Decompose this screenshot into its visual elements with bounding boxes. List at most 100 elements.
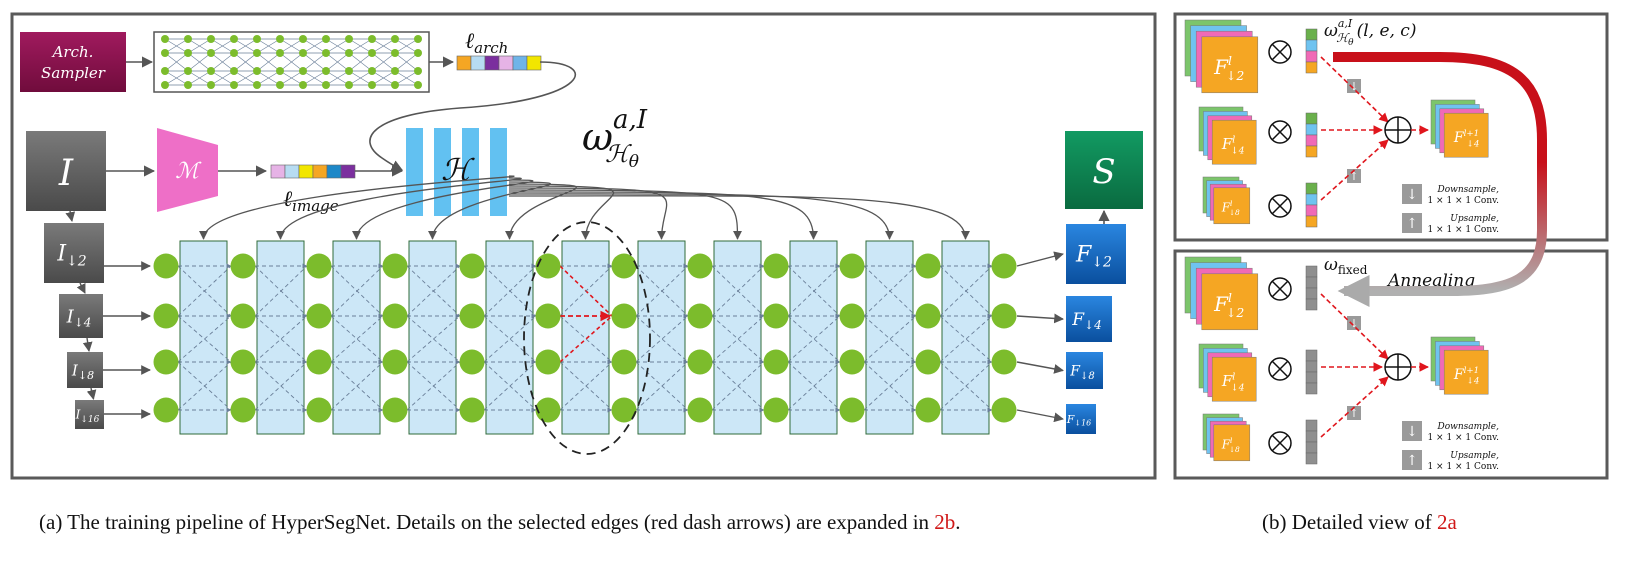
supernet-edge xyxy=(559,361,613,411)
supernet-edge xyxy=(711,315,765,363)
image-pyramid: I↓2I↓4I↓8I↓16 xyxy=(44,210,151,429)
mini-graph-node xyxy=(391,67,399,75)
arch-code-to-hypernet-arrow xyxy=(369,61,577,171)
red-dash-edge xyxy=(1320,139,1389,201)
legend-text: 1 × 1 × 1 Conv. xyxy=(1427,196,1499,206)
legend-text: 1 × 1 × 1 Conv. xyxy=(1427,225,1499,235)
caption-a-ref-link[interactable]: 2b xyxy=(934,510,956,534)
supernet-node xyxy=(687,303,713,329)
weight-cell xyxy=(1305,276,1318,289)
mini-graph-edge xyxy=(210,38,235,54)
weight-cell xyxy=(1305,382,1318,395)
supernet-node xyxy=(382,349,408,375)
downsample-icon xyxy=(1347,79,1361,93)
mini-graph-node xyxy=(253,67,261,75)
mini-graph-node xyxy=(161,35,169,43)
mini-graph-node xyxy=(345,81,353,89)
image-code-cell xyxy=(312,164,328,179)
mini-graph-edge xyxy=(233,38,258,54)
hypernet-weight-arrow xyxy=(351,179,534,240)
mini-graph-edge xyxy=(233,52,258,72)
supernet-edge xyxy=(483,315,537,363)
supernet-cell xyxy=(713,240,762,435)
encoder-label: ℳ xyxy=(175,159,202,184)
mini-graph-node xyxy=(253,81,261,89)
panel-b-top-content: Fl↓2Fl↓4Fl↓8↓↑Fl+1↓4↓Downsample,1 × 1 × … xyxy=(1184,19,1500,235)
supernet-edge xyxy=(787,361,841,411)
multiply-operator-stroke xyxy=(1271,43,1289,61)
supernet-node xyxy=(991,253,1017,279)
supernet-edge xyxy=(559,315,613,363)
supernet-node xyxy=(153,253,179,279)
mini-graph-node xyxy=(414,49,422,57)
supernet-node xyxy=(306,349,332,375)
legend-upsample-icon xyxy=(1402,450,1422,470)
mini-graph-node xyxy=(368,67,376,75)
image-code-cell xyxy=(326,164,342,179)
annealing-arrow xyxy=(1333,52,1547,308)
image-code-cell xyxy=(340,164,356,179)
supernet-node xyxy=(535,349,561,375)
mini-graph-node xyxy=(207,67,215,75)
output-feature-box xyxy=(1066,352,1103,389)
image-code-cell xyxy=(270,164,286,179)
upsample-icon-glyph: ↑ xyxy=(1349,407,1358,420)
legend-text: Upsample, xyxy=(1450,451,1499,461)
supernet-node xyxy=(230,349,256,375)
mini-graph-node xyxy=(230,35,238,43)
pyramid-level-label: I↓16 xyxy=(75,408,100,425)
mini-graph-edge xyxy=(210,70,235,86)
arch-code-cell xyxy=(512,55,528,71)
supernet-edge xyxy=(483,265,537,317)
caption-b-ref-link[interactable]: 2a xyxy=(1436,510,1457,534)
supernet-edge xyxy=(177,265,232,317)
output-feature-label: F↓2 xyxy=(1075,243,1112,271)
mini-graph-edge xyxy=(279,52,304,72)
supernet-cell xyxy=(256,240,305,435)
supernet-cell xyxy=(789,240,838,435)
supernet-node xyxy=(306,253,332,279)
mini-graph-edge xyxy=(394,52,419,72)
supernet-node xyxy=(382,397,408,423)
upsample-icon xyxy=(1347,406,1361,420)
mini-graph-node xyxy=(207,49,215,57)
supernet-node xyxy=(153,349,179,375)
hypernet-weight-arrow xyxy=(508,191,819,240)
supernet-cell xyxy=(941,240,990,435)
supernet-edge xyxy=(863,361,917,411)
mini-graph-node xyxy=(253,49,261,57)
legend-downsample-glyph: ↓ xyxy=(1406,424,1418,440)
supernet-edge xyxy=(330,315,384,363)
multiply-operator-stroke xyxy=(1271,360,1289,378)
mini-graph-node xyxy=(207,35,215,43)
weight-cell xyxy=(1305,371,1318,384)
hypernet-weight-arrow xyxy=(508,187,668,240)
weight-cell xyxy=(1305,39,1318,52)
mini-graph-node xyxy=(345,49,353,57)
feature-map-layer xyxy=(1211,356,1257,402)
arch-code-vector xyxy=(456,55,542,71)
mini-graph-edge xyxy=(348,52,373,72)
l-arch-label: ℓarch xyxy=(465,29,508,57)
hypernet-weight-arrow xyxy=(276,177,522,240)
supernet-edge xyxy=(711,315,765,363)
weight-cell xyxy=(1305,112,1318,125)
encoder-trapezoid xyxy=(157,128,218,212)
supernet-node xyxy=(459,397,485,423)
supernet-edge xyxy=(330,315,384,363)
output-feature-box xyxy=(1066,224,1126,284)
mini-graph-edge xyxy=(187,52,212,72)
legend-text: Downsample, xyxy=(1437,185,1500,195)
supernet-edge xyxy=(177,315,232,363)
upsample-icon xyxy=(1347,169,1361,183)
selected-edges-highlight xyxy=(523,221,651,455)
mini-graph-node xyxy=(230,67,238,75)
supernet-edge xyxy=(254,265,308,317)
mini-graph-node xyxy=(253,35,261,43)
weight-cell xyxy=(1305,298,1318,311)
supernet-cell xyxy=(408,240,457,435)
weight-cell xyxy=(1305,123,1318,136)
feature-map-layer xyxy=(1443,112,1489,158)
supernet-cell xyxy=(332,240,381,435)
